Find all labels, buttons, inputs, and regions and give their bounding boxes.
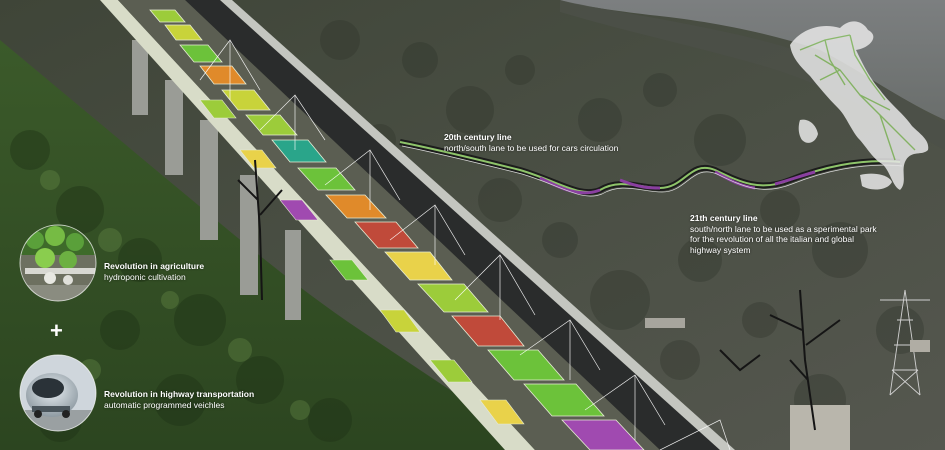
highway-road-deck	[185, 0, 720, 450]
park-deck-side	[100, 0, 535, 450]
label-agriculture-title: Revolution in agriculture	[104, 261, 205, 271]
vegetation-highlights	[40, 170, 310, 420]
plus-icon: +	[50, 318, 63, 343]
label-agriculture-desc: hydroponic cultivation	[104, 271, 186, 282]
garden-modules	[149, 9, 645, 450]
label-highway: Revolution in highway transportation aut…	[104, 389, 254, 410]
label-21th-century-line: 21th century line south/north lane to be…	[690, 213, 877, 255]
label-21th-desc-1: south/north lane to be used as a sperime…	[690, 223, 877, 234]
vegetation-texture	[10, 130, 352, 442]
coast-shade	[560, 0, 945, 150]
label-20th-century-line: 20th century line north/south lane to be…	[444, 132, 618, 153]
route-diagram	[399, 139, 903, 197]
label-20th-desc: north/south lane to be used for cars cir…	[444, 142, 619, 153]
viaduct-piers	[132, 40, 301, 320]
label-highway-desc: automatic programmed veichles	[104, 399, 225, 410]
label-21th-title: 21th century line	[690, 213, 758, 223]
label-20th-title: 20th century line	[444, 132, 512, 142]
cable-stays	[199, 39, 731, 450]
bare-trees	[237, 159, 841, 431]
highway-road-edge	[220, 0, 735, 450]
pod-vehicle-photo	[20, 355, 96, 431]
buildings	[645, 318, 930, 450]
label-agriculture: Revolution in agriculture hydroponic cul…	[104, 261, 204, 282]
label-21th-desc-2: for the revolution of all the italian an…	[690, 234, 854, 244]
italy-map	[790, 21, 929, 191]
vegetation-slope	[0, 40, 540, 450]
label-highway-title: Revolution in highway transportation	[104, 389, 255, 399]
label-21th-desc-3: highway system	[690, 244, 751, 255]
garden-modules-left	[199, 99, 525, 425]
terrain-texture	[320, 20, 924, 426]
